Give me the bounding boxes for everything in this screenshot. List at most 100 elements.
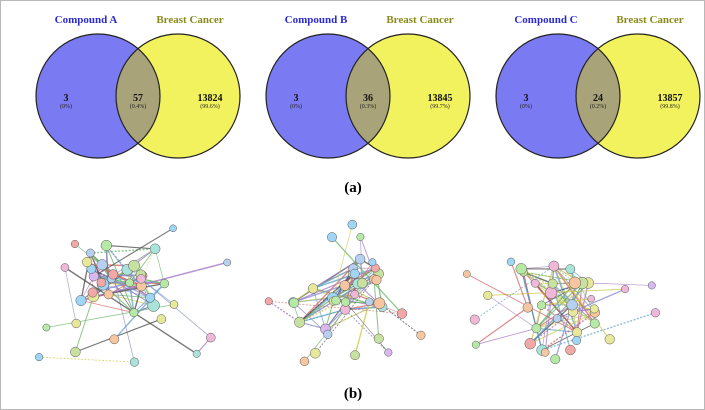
set-a-count: 3 xyxy=(294,93,299,104)
compound-a-network xyxy=(35,224,232,367)
network-node xyxy=(530,278,540,288)
network-edge xyxy=(529,312,596,345)
set-b-count: 13824 xyxy=(198,93,223,104)
overlap-count: 57 xyxy=(133,93,143,104)
network-node xyxy=(103,289,114,300)
network-edge xyxy=(529,311,574,345)
network-node xyxy=(109,334,120,345)
set-b-title: Breast Cancer xyxy=(386,14,453,26)
network-node xyxy=(396,308,408,319)
network-edge xyxy=(92,282,130,294)
network-node xyxy=(368,258,377,267)
overlap-region xyxy=(576,34,620,158)
network-node xyxy=(416,330,426,340)
overlap-percent: (0.4%) xyxy=(130,103,147,110)
network-node xyxy=(42,323,51,332)
network-node xyxy=(323,329,333,339)
set-a-outline xyxy=(265,33,391,159)
network-node xyxy=(384,348,393,357)
overlap-count: 24 xyxy=(593,93,603,104)
network-node xyxy=(547,278,558,289)
network-edge xyxy=(475,327,537,346)
network-node xyxy=(647,281,656,290)
network-edge xyxy=(312,267,376,289)
set-a-percent: (0%) xyxy=(60,103,72,110)
set-b-count: 13857 xyxy=(658,93,683,104)
network-edge xyxy=(74,243,114,275)
network-node xyxy=(294,316,306,328)
network-node xyxy=(568,276,582,289)
network-edge xyxy=(111,278,154,306)
set-b-percent: (99.7%) xyxy=(430,103,450,110)
network-edge xyxy=(373,279,380,339)
network-edge xyxy=(474,265,555,320)
network-edge xyxy=(510,261,529,308)
network-node xyxy=(60,263,70,272)
network-node xyxy=(552,314,562,323)
network-node xyxy=(536,300,547,310)
network-edge xyxy=(74,296,94,353)
network-node xyxy=(341,297,351,307)
overlap-count: 36 xyxy=(363,93,373,104)
network-edge xyxy=(80,300,134,314)
set-a-outline xyxy=(35,33,161,159)
network-node xyxy=(169,224,177,233)
network-node xyxy=(136,274,146,284)
network-node xyxy=(70,346,81,358)
network-node xyxy=(572,327,583,338)
network-edge xyxy=(106,244,156,250)
network-node xyxy=(365,297,374,307)
network-node xyxy=(264,297,273,306)
network-node xyxy=(572,336,582,345)
network-node xyxy=(349,268,360,279)
network-node xyxy=(129,308,139,318)
network-edge xyxy=(91,268,165,285)
overlap-region xyxy=(116,34,160,158)
network-edge xyxy=(64,267,77,324)
network-edge xyxy=(541,298,592,306)
network-edge xyxy=(487,295,537,329)
set-a-title: Compound A xyxy=(55,14,118,26)
network-edge xyxy=(475,307,529,346)
network-node xyxy=(587,294,595,303)
compound-c-network xyxy=(462,257,660,365)
network-edge xyxy=(39,356,135,363)
network-node xyxy=(544,286,558,300)
network-node xyxy=(70,239,79,249)
network-node xyxy=(75,295,87,306)
compound-b-network xyxy=(264,219,426,366)
network-node xyxy=(589,304,599,314)
set-a-title: Compound B xyxy=(285,14,348,26)
network-node xyxy=(469,314,480,325)
network-node xyxy=(550,354,561,365)
network-node xyxy=(357,277,368,289)
network-edge xyxy=(108,293,151,299)
network-node xyxy=(531,323,542,334)
set-b-percent: (99.6%) xyxy=(200,103,220,110)
network-edge xyxy=(268,300,300,323)
network-node xyxy=(371,275,382,286)
network-node xyxy=(156,314,167,324)
panel-a-label: (a) xyxy=(344,180,362,196)
network-node xyxy=(650,308,660,318)
network-node xyxy=(373,333,384,344)
network-node xyxy=(373,297,386,310)
network-node xyxy=(327,232,337,243)
network-node xyxy=(288,297,300,308)
network-node xyxy=(354,253,366,265)
network-node xyxy=(565,344,576,356)
network-node xyxy=(87,287,98,298)
network-node xyxy=(350,290,360,299)
network-node xyxy=(524,338,536,350)
network-node xyxy=(159,278,170,289)
network-node xyxy=(223,258,232,267)
set-a-count: 3 xyxy=(524,93,529,104)
network-node xyxy=(515,263,527,275)
network-edge xyxy=(535,282,576,329)
panel-b-label: (b) xyxy=(344,386,362,402)
